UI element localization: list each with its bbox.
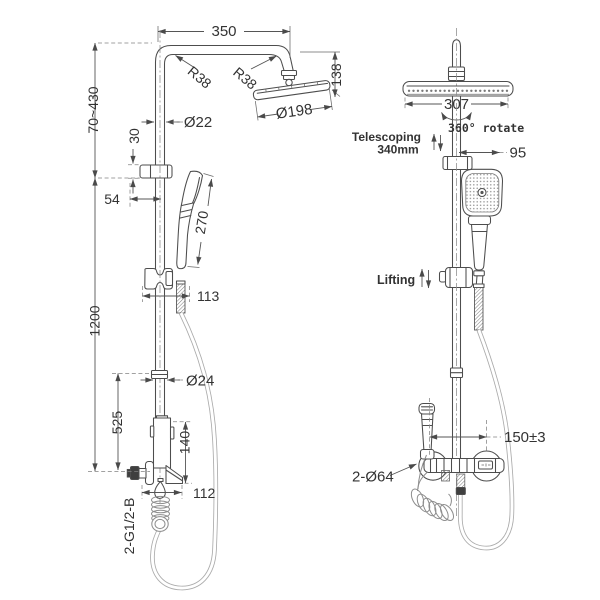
mixer-valve-front [418,450,505,496]
pipe-union-joint [150,369,169,380]
dim-holder-offset-label: 54 [104,191,120,207]
dim-hand-shower-length: 270 [187,173,214,268]
inlet-stub-left [441,470,450,482]
dim-valve-to-joint-height-label: 525 [109,411,125,435]
coiled-hose-side [151,495,170,532]
dim-valve-body-height: 140 [173,421,193,484]
bend-radius-right-label: R38 [230,64,260,93]
rotate-label: 360° rotate [448,121,524,135]
dim-bracket-height-label: 30 [126,128,142,144]
temperature-window [477,460,494,470]
shower-arm-connector [280,69,298,87]
face-center-dot [480,190,484,195]
coiled-hose-front [410,454,455,522]
escutcheon-callout: 2-Ø64 [352,463,417,486]
telescoping-label-2: 340mm [377,143,418,157]
dim-upper-pipe-diameter: Ø22 [141,114,212,131]
dim-hand-shower-width-label: 95 [510,145,527,162]
telescoping-joint [449,367,464,379]
dim-valve-width-label: 112 [193,485,216,501]
outlet-stub-center [456,473,466,488]
hand-shower-holder [144,267,174,290]
dim-hose-offset-label: 113 [197,288,220,304]
mixer-valve-side [126,415,184,499]
right-view: 307 360° rotate Telescoping 340mm 95 [352,28,546,551]
hand-shower-front [460,168,504,271]
dim-lower-pipe-diameter-label: Ø24 [186,373,214,390]
dim-head-drop-label: 138 [328,63,344,87]
dim-valve-body-height-label: 140 [177,431,193,455]
left-view: Ø198 350 138 R38 R38 [85,23,344,591]
dim-handle-spacing-label: 150±3 [504,429,546,446]
slider-bracket-upper [139,164,173,179]
callout-bend-radius-left: R38 [175,55,215,92]
hose-connector-stub [175,280,186,314]
dim-lower-pipe-diameter: Ø24 [140,373,214,390]
dim-hand-shower-width: 95 [458,145,527,162]
hose-teardrop-loop [154,480,166,499]
slider-collar [442,155,473,171]
dim-holder-offset: 54 [104,183,162,207]
bidet-sprayer [418,402,436,460]
dim-head-drop: 138 [300,51,344,98]
shower-hose-front [457,329,515,551]
dim-riser-adjust-range-label: 70~430 [85,86,101,133]
escutcheon-callout-label: 2-Ø64 [352,469,394,486]
lifting-annotation: Lifting [377,268,432,289]
dim-hand-shower-length-label: 270 [192,209,211,235]
dim-column-height-label: 1200 [87,305,103,336]
dim-valve-width: 112 [141,485,216,501]
inlet-thread-label: 2-G1/2-B [121,498,137,555]
dim-head-diameter-label: Ø198 [275,101,314,123]
dim-head-diameter: Ø198 [254,87,333,123]
hand-shower-hose-stub [472,270,485,331]
dim-hose-offset: 113 [142,286,220,304]
overhead-shower-head-front [402,80,514,97]
rotate-annotation: 360° rotate [441,112,524,135]
sprayer-holder [419,448,435,460]
riser-pipe [154,44,295,419]
overhead-shower-head-side: Ø198 [252,80,333,123]
callout-bend-radius-right: R38 [230,55,277,93]
telescoping-label-1: Telescoping [352,130,421,144]
telescoping-annotation: Telescoping 340mm [352,130,444,157]
bend-radius-left-label: R38 [185,63,215,92]
dim-bracket-height: 30 [126,128,142,194]
dim-handle-spacing: 150±3 [429,398,546,456]
lifting-label: Lifting [377,273,415,287]
dim-upper-pipe-diameter-label: Ø22 [184,114,212,131]
hose-ferrule [455,486,466,496]
dim-valve-to-joint-height: 525 [109,373,150,471]
slider-bracket-front [438,266,474,289]
dim-riser-adjust-range: 70~430 [85,42,152,179]
hand-shower-side [176,170,204,270]
shower-hose-side [150,311,219,591]
dim-top-width-label: 350 [211,23,236,40]
dim-column-height: 1200 [87,177,150,472]
dim-top-width: 350 [157,23,291,58]
